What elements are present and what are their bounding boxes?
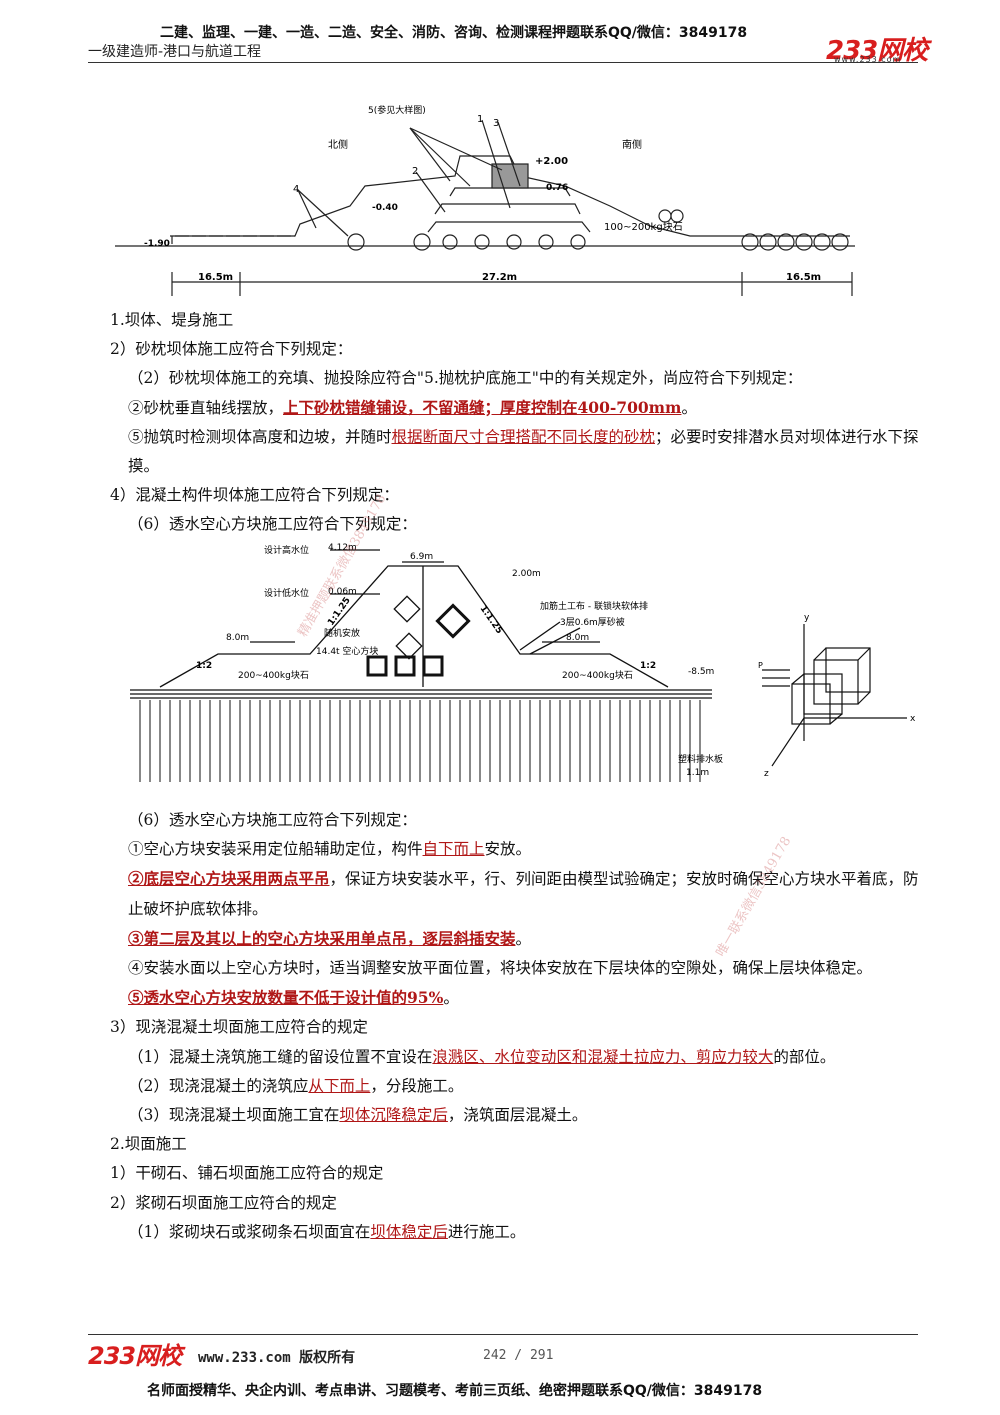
text-line: （6）透水空心方块施工应符合下列规定： [128,515,417,533]
text-line: 4）混凝土构件坝体施工应符合下列规定： [110,486,399,504]
fig1-label-3: 3 [493,118,499,129]
highlight-text: ②底层空心方块采用两点平吊 [128,869,330,889]
fig3-label-p: P [758,661,763,670]
text-line: （1）混凝土浇筑施工缝的留设位置不宜设在浪溅区、水位变动区和混凝土拉应力、剪应力… [128,1047,836,1066]
fig2-elev-2: 2.00m [512,569,541,579]
fig2-drain: 塑料排水板 [678,753,723,765]
fig1-elev-right: 0.76 [546,183,568,193]
fig1-label-4: 4 [293,184,299,195]
highlight-text: 根据断面尺寸合理搭配不同长度的砂枕 [391,428,656,446]
fig1-stone-label: 100~200kg块石 [604,221,683,233]
fig1-elev-left: -0.40 [372,203,398,213]
hollow-block-3d-figure: y x z P [758,613,916,779]
header-subtitle: 一级建造师-港口与航道工程 [88,44,262,60]
text-line: ③第二层及其以上的空心方块采用单点吊，逐层斜插安装。 [128,928,532,948]
fig1-elev-top: +2.00 [535,156,568,167]
section2-text: （6）透水空心方块施工应符合下列规定： ①空心方块安装采用定位船辅助定位，构件自… [110,806,922,1247]
fig2-block: 14.4t 空心方块 [316,645,378,657]
text-line: ②砂枕垂直轴线摆放，上下砂枕错缝铺设，不留通缝；厚度控制在400-700mm。 [128,398,697,417]
fig1-north: 北侧 [328,138,348,151]
header-rule [88,62,918,63]
fig2-drain-spacing: 1.1m [686,768,709,778]
fig2-ratio-left: 1:2 [196,661,212,671]
footer-logo-text: 233网校 [88,1342,182,1370]
highlight-text: ⑤透水空心方块安放数量不低于设计值的95% [128,988,444,1008]
fig3-axis-z: z [764,769,769,779]
fig2-ratio-right: 1:2 [640,661,656,671]
footer-contact-line: 名师面授精华、央企内训、考点串讲、习题模考、考前三页纸、绝密押题联系QQ/微信：… [147,1383,763,1399]
fig2-design-low: 设计低水位 [264,587,309,599]
fig1-elev-far-left: -1.90 [144,239,170,249]
fig2-berm-right: 8.0m [566,633,589,643]
fig1-dim-mid: 27.2m [482,272,517,283]
footer-rule [88,1334,918,1335]
highlight-text: 上下砂枕错缝铺设，不留通缝；厚度控制在400-700mm [283,398,682,417]
text-line: 1）干砌石、铺石坝面施工应符合的规定 [110,1164,384,1183]
text-line: ⑤抛筑时检测坝体高度和边坡，并随时根据断面尺寸合理搭配不同长度的砂枕；必要时安排… [128,428,919,475]
fig2-low-val: 0.06m [328,587,357,597]
fig2-elev-neg: -8.5m [688,667,714,677]
fig2-geotextile: 加筋土工布 - 联锁块软体排 [540,600,648,612]
dam-outline [170,155,850,237]
heading-dam-body: 1.坝体、堤身施工 [110,311,234,329]
text-line: 3）现浇混凝土坝面施工应符合的规定 [110,1018,368,1037]
fig3-axis-y: y [804,613,810,623]
fig1-label-1: 1 [477,114,483,125]
highlight-text: 坝体稳定后 [370,1222,448,1241]
page-number: 242 / 291 [483,1348,554,1363]
text-line: （2）现浇混凝土的浇筑应从下而上，分段施工。 [128,1076,464,1095]
fig1-dim-left: 16.5m [198,272,233,283]
hollow-block-dam-figure: 设计高水位 4.12m 6.9m 2.00m 设计低水位 0.06m 1:1.2… [130,543,723,782]
highlight-text: 浪溅区、水位变动区和混凝土拉应力、剪应力较大 [432,1047,774,1066]
fig2-high-val: 4.12m [328,543,357,553]
text-line: ④安装水面以上空心方块时，适当调整安放平面位置，将块体安放在下层块体的空隙处，确… [128,959,873,978]
text-line: ①空心方块安装采用定位船辅助定位，构件自下而上安放。 [128,840,532,859]
text-line: 2）浆砌石坝面施工应符合的规定 [110,1193,337,1212]
fig1-label-2: 2 [412,166,418,177]
fig2-random: 随机安放 [324,627,360,639]
dam-cross-section-figure: 5(参见大样图) 1 3 2 4 北侧 南侧 +2.00 0.76 -0.40 … [115,104,855,296]
highlight-text: 自下而上 [422,840,485,859]
header-logo: 233网校 www.233.com [826,30,928,67]
highlight-text: ③第二层及其以上的空心方块采用单点吊，逐层斜插安装 [128,928,516,948]
footer-copyright: www.233.com 版权所有 [198,1350,356,1366]
logo-text: 233网校 [826,36,928,66]
highlight-text: 从下而上 [308,1076,371,1095]
section1-text: 1.坝体、堤身施工 2）砂枕坝体施工应符合下列规定： （2）砂枕坝体施工的充填、… [110,306,920,539]
fig2-stone-left: 200~400kg块石 [238,669,309,681]
text-line: （1）浆砌块石或浆砌条石坝面宜在坝体稳定后进行施工。 [128,1222,526,1241]
footer-logo: 233网校 [88,1336,182,1371]
fig3-axis-x: x [910,714,916,724]
text-line: （2）砂枕坝体施工的充填、抛投除应符合"5.抛枕护底施工"中的有关规定外，尚应符… [128,369,803,387]
fig2-berm-left: 8.0m [226,633,249,643]
text-line: 2）砂枕坝体施工应符合下列规定： [110,340,353,358]
fig1-south: 南侧 [622,138,642,151]
fig2-design-high: 设计高水位 [264,544,309,556]
text-line: （3）现浇混凝土坝面施工宜在坝体沉降稳定后，浇筑面层混凝土。 [128,1106,588,1125]
heading-dam-surface: 2.坝面施工 [110,1135,187,1154]
fig1-label-detail: 5(参见大样图) [368,104,426,116]
fig1-dim-right: 16.5m [786,272,821,283]
fig2-slope-right: 1:1.25 [478,604,505,636]
fig2-stone-right: 200~400kg块石 [562,669,633,681]
text-line: ⑤透水空心方块安放数量不低于设计值的95%。 [128,988,459,1008]
text-line: ②底层空心方块采用两点平吊，保证方块安装水平，行、列间距由模型试验确定；安放时确… [128,869,919,918]
header-contact-line: 二建、监理、一建、一造、二造、安全、消防、咨询、检测课程押题联系QQ/微信：38… [160,25,748,41]
fig2-sand: 3层0.6m厚砂被 [560,616,625,628]
highlight-text: 坝体沉降稳定后 [339,1106,448,1125]
fig2-top-width: 6.9m [410,552,433,562]
logo-url: www.233.com [834,55,902,64]
text-line: （6）透水空心方块施工应符合下列规定： [128,811,417,829]
